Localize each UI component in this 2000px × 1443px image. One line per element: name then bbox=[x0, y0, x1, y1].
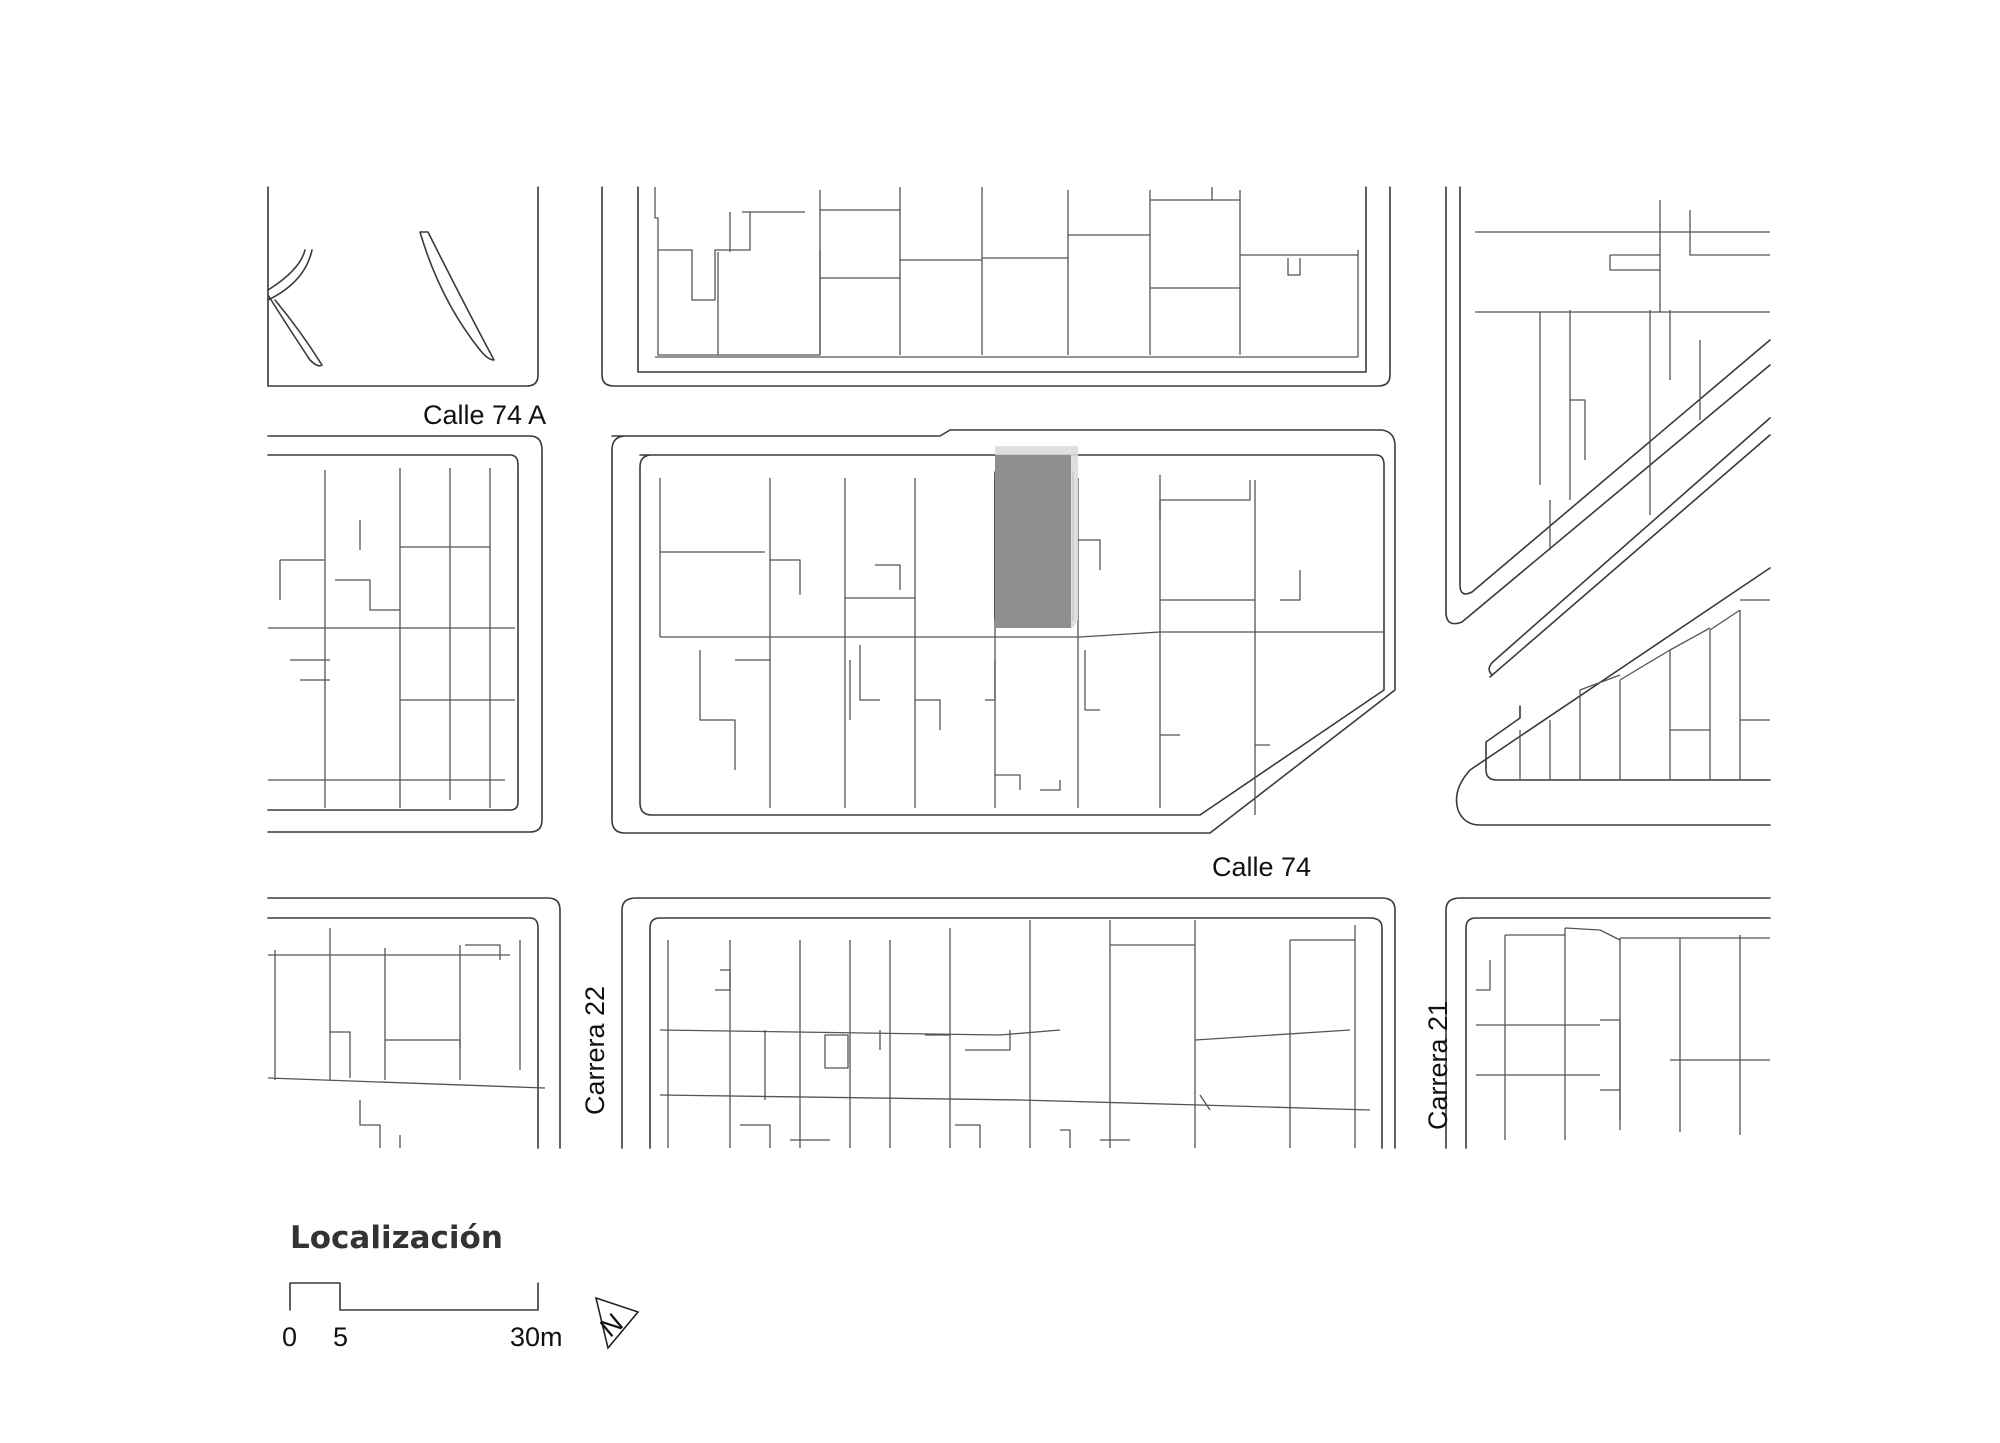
scale-label-30m: 30m bbox=[510, 1322, 563, 1352]
street-labels: Calle 74 A Calle 74 Carrera 22 Carrera 2… bbox=[423, 400, 1453, 1130]
scale-bar bbox=[289, 1282, 539, 1311]
map-title: Localización bbox=[290, 1220, 503, 1256]
scale-label-5: 5 bbox=[333, 1322, 349, 1352]
north-arrow-icon: N bbox=[594, 1296, 640, 1350]
street-label-carrera-21: Carrera 21 bbox=[1423, 1001, 1453, 1130]
highlighted-site bbox=[995, 446, 1078, 628]
street-label-carrera-22: Carrera 22 bbox=[580, 986, 610, 1115]
site-lot bbox=[995, 455, 1071, 628]
scale-label-0: 0 bbox=[282, 1322, 298, 1352]
street-label-calle-74: Calle 74 bbox=[1212, 852, 1311, 882]
block-outlines bbox=[267, 186, 1771, 1149]
lot-lines bbox=[267, 187, 1770, 1148]
park-paths bbox=[267, 231, 495, 367]
street-label-calle-74a: Calle 74 A bbox=[423, 400, 546, 430]
